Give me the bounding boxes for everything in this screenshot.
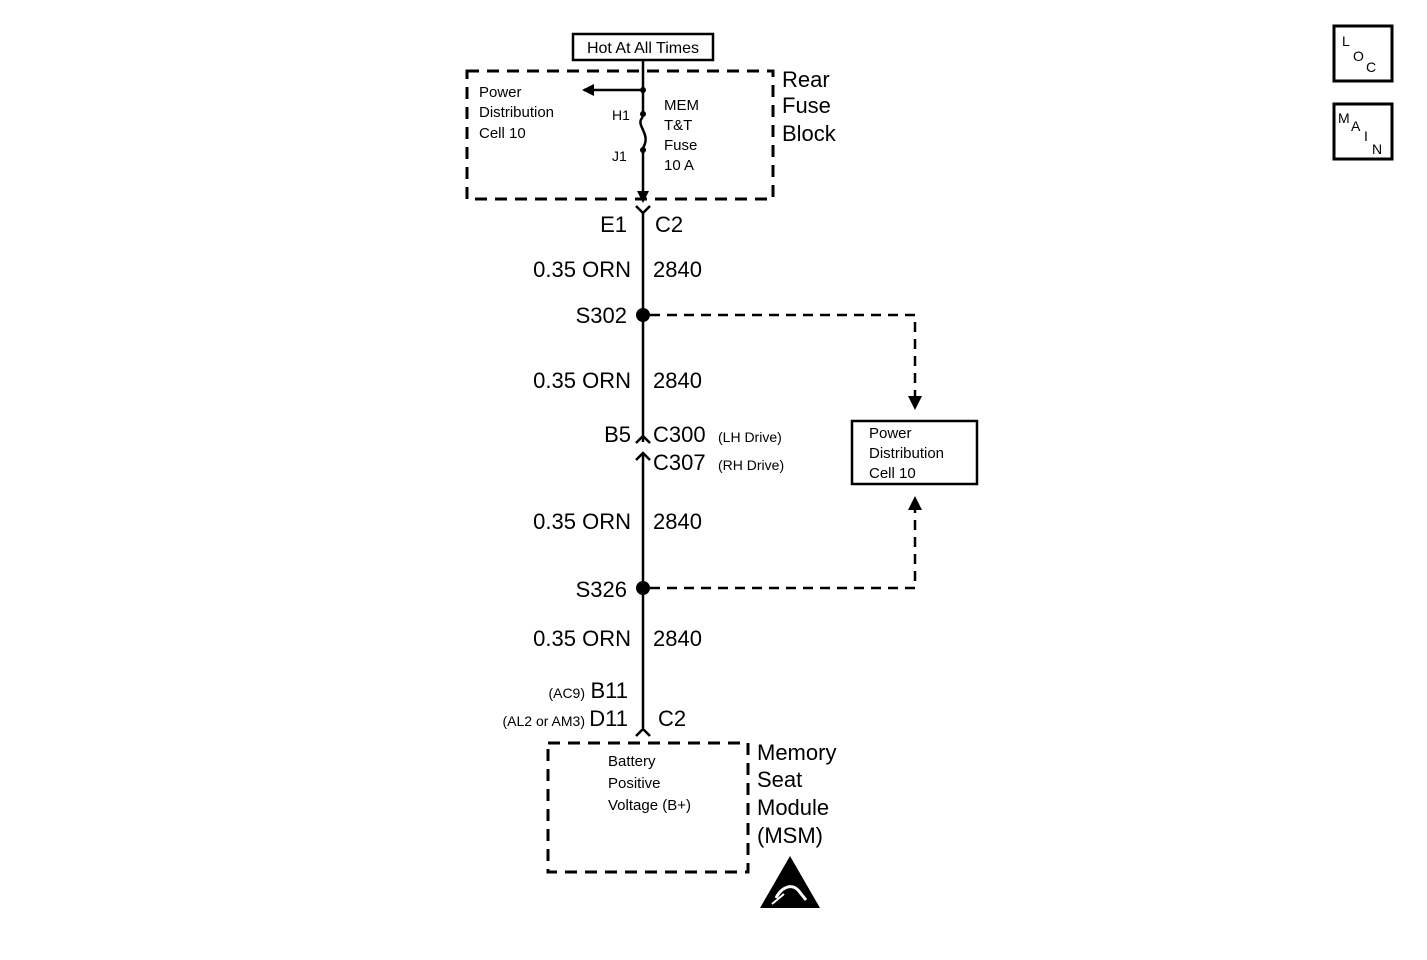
fuse-block-internal-line2: Distribution (479, 104, 554, 121)
fuse-block-internal-line1: Power (479, 84, 522, 101)
svg-text:Cell 10: Cell 10 (869, 465, 916, 482)
wire4-circuit: 2840 (653, 626, 702, 651)
power-distribution-cell-box: Power Distribution Cell 10 (850, 419, 979, 486)
svg-text:L: L (1342, 33, 1350, 49)
svg-text:S302: S302 (576, 303, 627, 328)
svg-text:Battery: Battery (608, 753, 656, 770)
svg-text:S326: S326 (576, 577, 627, 602)
splice-s302: S302 (576, 303, 650, 328)
rear-fuse-block: Rear Fuse Block Power Distribution Cell … (465, 67, 837, 201)
splice-dot-icon (636, 308, 650, 322)
dashed-link-s302 (650, 313, 917, 406)
svg-text:Positive: Positive (608, 775, 661, 792)
svg-text:A: A (1351, 118, 1361, 134)
svg-text:C2: C2 (658, 706, 686, 731)
fuse-pin-h1: H1 (612, 107, 630, 123)
fuse-pin-j1: J1 (612, 148, 627, 164)
wire3-circuit: 2840 (653, 509, 702, 534)
arrow-up-icon (908, 496, 922, 510)
svg-text:M: M (1338, 110, 1350, 126)
fuse-icon (639, 111, 647, 153)
dashed-link-s326 (650, 502, 917, 590)
splice-dot-icon (636, 581, 650, 595)
svg-text:(AC9): (AC9) (548, 685, 585, 701)
svg-text:Memory: Memory (757, 740, 836, 765)
connector-c2-bottom: (AC9) B11 (AL2 or AM3) D11 C2 (503, 678, 686, 737)
fuse-block-name-line3: Block (782, 121, 837, 146)
svg-text:Power: Power (869, 425, 912, 442)
fuse-block-internal-line3: Cell 10 (479, 125, 526, 142)
svg-text:B11: B11 (590, 678, 628, 703)
svg-text:I: I (1364, 128, 1368, 144)
svg-text:(RH Drive): (RH Drive) (718, 457, 784, 473)
fuse-label-line4: 10 A (664, 157, 694, 174)
power-source-label: Hot At All Times (571, 32, 715, 62)
splice-s326: S326 (576, 577, 650, 602)
svg-text:C300: C300 (653, 422, 706, 447)
main-button[interactable]: M A I N (1332, 102, 1394, 161)
memory-seat-module: Battery Positive Voltage (B+) Memory Sea… (546, 740, 836, 874)
svg-text:O: O (1353, 48, 1364, 64)
svg-text:B5: B5 (604, 422, 631, 447)
fuse-block-name-line2: Fuse (782, 93, 831, 118)
wire4-gauge: 0.35 ORN (533, 626, 631, 651)
svg-text:(AL2 or AM3): (AL2 or AM3) (503, 713, 585, 729)
fuse-label-line1: MEM (664, 97, 699, 114)
loc-button[interactable]: L O C (1332, 24, 1394, 83)
wire1-gauge: 0.35 ORN (533, 257, 631, 282)
svg-text:C2: C2 (655, 212, 683, 237)
svg-text:C307: C307 (653, 450, 706, 475)
arrow-down-icon (908, 396, 922, 410)
svg-text:D11: D11 (589, 706, 628, 731)
wire1-circuit: 2840 (653, 257, 702, 282)
connector-c300-c307: B5 C300 (LH Drive) C307 (RH Drive) (604, 422, 784, 475)
wire2-circuit: 2840 (653, 368, 702, 393)
svg-text:N: N (1372, 141, 1382, 157)
svg-text:(MSM): (MSM) (757, 823, 823, 848)
fuse-label-line3: Fuse (664, 137, 697, 154)
svg-text:Module: Module (757, 795, 829, 820)
svg-text:Voltage (B+): Voltage (B+) (608, 797, 691, 814)
connector-c2-top: E1 C2 (600, 205, 683, 237)
svg-text:Hot At All Times: Hot At All Times (587, 40, 699, 57)
svg-text:E1: E1 (600, 212, 627, 237)
svg-text:C: C (1366, 59, 1376, 75)
svg-text:Distribution: Distribution (869, 445, 944, 462)
svg-text:Seat: Seat (757, 767, 802, 792)
svg-text:(LH Drive): (LH Drive) (718, 429, 782, 445)
fuse-block-name-line1: Rear (782, 67, 830, 92)
fuse-label-line2: T&T (664, 117, 692, 134)
wire3-gauge: 0.35 ORN (533, 509, 631, 534)
wire2-gauge: 0.35 ORN (533, 368, 631, 393)
esd-warning-icon (760, 856, 820, 908)
